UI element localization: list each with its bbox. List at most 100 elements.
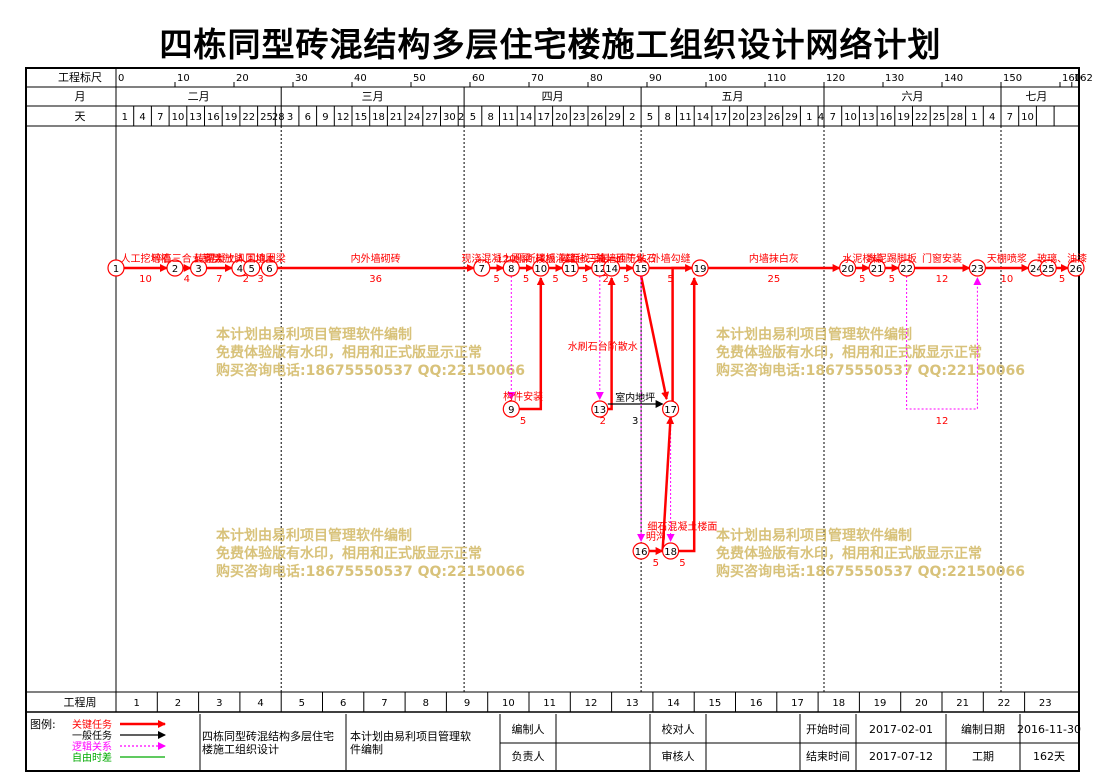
- week-cell-label: 2: [175, 698, 181, 709]
- day-cell-label: 26: [767, 112, 780, 123]
- week-cell-label: 22: [998, 698, 1011, 709]
- start-label: 开始时间: [806, 722, 850, 736]
- scale-tick-label: 120: [826, 73, 845, 84]
- day-cell-label: 19: [225, 112, 238, 123]
- task-name-label: 120隔断砖墙: [497, 252, 556, 265]
- task-name-label: 外墙勾缝: [651, 252, 691, 265]
- task-name-label: 室内地坪: [615, 391, 655, 404]
- scale-tick-label: 30: [295, 73, 308, 84]
- date-label: 编制日期: [961, 722, 1005, 736]
- day-cell-label: 6: [305, 112, 311, 123]
- task-duration-label: 3: [257, 274, 263, 285]
- day-cell-label: 16: [207, 112, 220, 123]
- end-label: 结束时间: [806, 750, 850, 763]
- task-name-label: 内外墙砌砖: [351, 252, 401, 265]
- scale-tick-label: 90: [649, 73, 662, 84]
- node-number: 3: [195, 264, 201, 275]
- task-name-label: 内墙抹白灰: [749, 252, 799, 265]
- scale-tick-label: 70: [531, 73, 544, 84]
- watermark-text: 本计划由易利项目管理软件编制: [716, 527, 912, 544]
- week-label: 工程周: [64, 696, 97, 709]
- month-label: 月: [75, 90, 86, 103]
- task-name-label: 屋面找平层: [560, 252, 610, 265]
- day-cell-label: 1: [971, 112, 977, 123]
- node-circle: [632, 542, 650, 560]
- scale-label: 工程标尺: [58, 70, 102, 84]
- node-circle: [632, 259, 650, 277]
- week-cell-label: 20: [915, 698, 928, 709]
- scale-tick-label: 10: [177, 73, 190, 84]
- project-name: 楼施工组织设计: [202, 742, 279, 756]
- node-number: 22: [900, 264, 913, 275]
- scale-tick-label: 100: [708, 73, 727, 84]
- day-cell-label: 5: [470, 112, 476, 123]
- day-cell-label: 11: [679, 112, 692, 123]
- month-label-cell: 三月: [362, 90, 384, 103]
- week-cell-label: 16: [750, 698, 763, 709]
- scale-tick-label: 150: [1003, 73, 1022, 84]
- scale-tick-label: 20: [236, 73, 249, 84]
- week-cell-label: 1: [133, 698, 139, 709]
- week-cell-label: 8: [423, 698, 429, 709]
- day-cell-label: 28: [272, 112, 285, 123]
- day-cell-label: 23: [573, 112, 586, 123]
- day-cell-label: 19: [897, 112, 910, 123]
- legend-item-label: 关键任务: [72, 718, 112, 731]
- critical-task-arrow: [671, 266, 693, 401]
- node-circle: [602, 259, 621, 277]
- day-cell-label: 24: [408, 112, 421, 123]
- watermark-text: 购买咨询电话:18675550537 QQ:22150066: [716, 563, 1025, 580]
- day-cell-label: 29: [608, 112, 621, 123]
- node-circle: [107, 259, 125, 277]
- schedule-frame: [25, 67, 1080, 772]
- month-label-cell: 四月: [542, 90, 564, 103]
- task-name-label: 水泥踢脚板: [867, 252, 917, 265]
- task-name-label: 碎石三合土垫层: [152, 252, 222, 265]
- compiler-label: 编制人: [512, 722, 545, 736]
- day-cell-label: 18: [372, 112, 385, 123]
- week-cell-label: 14: [667, 698, 680, 709]
- task-duration-label: 4: [184, 274, 190, 285]
- node-circle: [897, 259, 916, 277]
- day-cell-label: 14: [697, 112, 710, 123]
- task-duration-label: 12: [936, 274, 949, 285]
- task-name-label: 明沟: [646, 530, 666, 543]
- task-duration-label: 2: [600, 416, 606, 427]
- day-cell-label: 15: [354, 112, 367, 123]
- day-cell-label: 17: [537, 112, 550, 123]
- node-number: 20: [841, 264, 854, 275]
- reviewer-label: 审核人: [662, 749, 695, 763]
- task-duration-label: 5: [582, 274, 588, 285]
- scale-tick-label: 140: [944, 73, 963, 84]
- node-number: 10: [534, 264, 547, 275]
- month-label-cell: 二月: [188, 90, 210, 103]
- week-cell-label: 15: [708, 698, 721, 709]
- week-cell-label: 23: [1039, 698, 1052, 709]
- task-duration-label: 5: [667, 274, 673, 285]
- watermark-text: 免费体验版有水印，相用和正式版显示正常: [216, 344, 482, 361]
- node-circle: [561, 259, 579, 277]
- task-duration-label: 12: [936, 416, 949, 427]
- task-duration-label: 3: [632, 416, 638, 427]
- project-name: 四栋同型砖混结构多层住宅: [202, 729, 334, 743]
- watermark-text: 免费体验版有水印，相用和正式版显示正常: [716, 545, 982, 562]
- node-number: 2: [172, 264, 178, 275]
- day-cell-label: 22: [915, 112, 928, 123]
- node-circle: [591, 400, 609, 418]
- node-circle: [868, 259, 886, 277]
- software-note: 本计划由易利项目管理软: [350, 729, 471, 743]
- week-cell-label: 12: [585, 698, 598, 709]
- task-name-label: 玻璃、油漆: [1037, 252, 1087, 265]
- week-cell-label: 6: [340, 698, 346, 709]
- node-number: 25: [1042, 264, 1055, 275]
- day-cell-label: 2: [629, 112, 635, 123]
- owner-label: 负责人: [512, 749, 545, 763]
- watermark-text: 免费体验版有水印，相用和正式版显示正常: [716, 344, 982, 361]
- day-cell-label: 12: [337, 112, 350, 123]
- week-cell-label: 17: [791, 698, 804, 709]
- legend-label: 图例:: [30, 717, 56, 731]
- task-duration-label: 5: [520, 416, 526, 427]
- node-number: 12: [593, 264, 606, 275]
- task-duration-label: 2: [243, 274, 249, 285]
- day-cell-label: 7: [157, 112, 163, 123]
